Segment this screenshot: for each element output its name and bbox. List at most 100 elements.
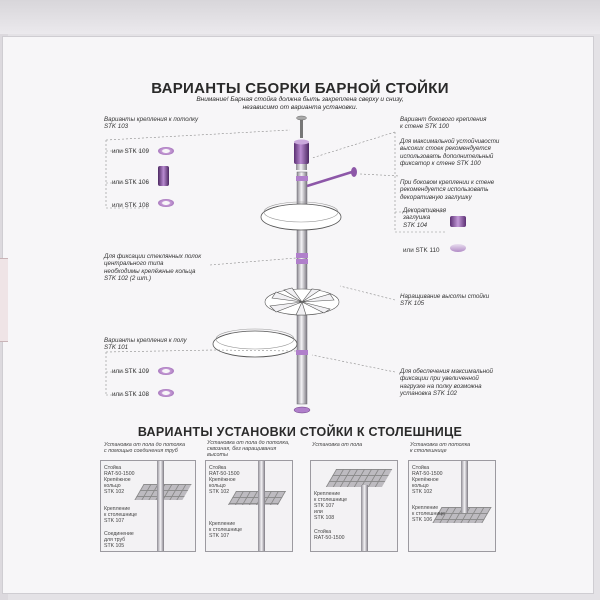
ring-icon [158,367,174,375]
caption-line: Установка от пола [312,442,363,448]
panel-label: STK 108 [314,515,335,521]
panel-label: Крепёжное [412,477,439,483]
floor-mount-label: Варианты крепления к полу STK 101 [104,337,187,352]
label-line: STK 103 [104,123,129,131]
label-line: Декоративная [403,207,447,214]
caption-line: к столешнице [410,448,447,455]
panel-label: или [314,509,323,515]
install-caption-3: Установка от пола [312,442,362,448]
panel-label: RAT-50-1500 [412,471,443,477]
panel-label: Стойка [104,465,122,471]
load-note: Для обеспечения максимальной фиксации пр… [400,368,493,398]
decorative-cap-label: Декоративная заглушка STK 104 [403,207,446,229]
countertop [325,469,393,487]
caption-line: высоты [207,452,228,459]
label-line: использовать дополнительный [400,152,494,160]
panel-label: Соединение [104,531,134,537]
panel-label: STK 107 [209,533,230,539]
panel-label: STK 102 [412,489,433,495]
shelf-1 [260,203,342,231]
panel-label: Крепёжное [104,477,131,483]
subtitle-line: Внимание! Барная стойка должна быть закр… [196,96,404,103]
label-line: рекомендуется использовать [400,186,489,194]
option-stk108-floor: или STK 108 [112,391,149,398]
label-line: Варианты крепления к потолку [104,116,199,123]
label-line: необходимы крепёжные кольца [104,267,196,275]
label-line: Наращивание высоты стойки [400,293,490,300]
fitting-icon [158,166,169,186]
panel-label: STK 105 [104,543,125,549]
panel-label: Крепление [412,505,439,511]
caption-line: Установка от потолка [410,442,471,448]
label-line: высоких стоек рекомендуется [400,145,491,153]
box-top-flap [0,0,600,34]
panel-label: Крепёжное [209,477,236,483]
option-stk108: или STK 108 [112,202,149,209]
install-panel-1: Стойка RAT-50-1500 Крепёжное кольцо STK … [100,460,196,552]
page-subtitle: Внимание! Барная стойка должна быть закр… [0,96,600,112]
option-stk110: или STK 110 [403,247,440,254]
shelf-2-slotted [264,287,340,316]
option-stk109: или STK 109 [112,148,149,155]
panel-1-labels-a: Стойка RAT-50-1500 Крепёжное кольцо STK … [104,465,134,495]
label-line: Вариант бокового крепления [400,116,487,123]
box-crease [0,258,8,342]
pole-icon [361,485,368,551]
panel-3-labels-a: Крепление к столешнице STK 107 или STK 1… [314,491,347,521]
ring-icon [158,389,174,397]
caption-line: Установка от пола до потолка [104,442,185,448]
install-section-title: ВАРИАНТЫ УСТАНОВКИ СТОЙКИ К СТОЛЕШНИЦЕ [137,425,463,439]
label-line: Варианты крепления к полу [104,337,187,344]
panel-label: к столешнице [104,512,138,518]
ceiling-mount-label: Варианты крепления к потолку STK 103 [104,116,198,131]
panel-3-labels-b: Стойка RAT-50-1500 [314,529,344,541]
panel-label: Крепление [209,521,236,527]
pole-icon [157,461,164,551]
panel-label: STK 106 [412,517,433,523]
label-line: центрального типа [104,260,164,268]
glass-shelf-note: Для фиксации стеклянных полок центрально… [104,253,201,283]
panel-label: Крепление [104,506,131,512]
label-line: фиксатор к стене STK 100 [400,160,481,168]
panel-label: RAT-50-1500 [314,535,345,541]
panel-label: к столешнице [412,511,446,517]
label-line: Для максимальной устойчивости [400,138,500,145]
panel-label: кольцо [209,483,226,489]
ring-icon [158,199,174,207]
label-line: STK 105 [400,300,425,308]
panel-label: STK 107 [314,503,335,509]
label-line: Для фиксации стеклянных полок [104,253,202,260]
page-title: ВАРИАНТЫ СБОРКИ БАРНОЙ СТОЙКИ [151,80,449,97]
panel-label: RAT-50-1500 [104,471,135,477]
subtitle-line: независимо от варианта установки. [242,104,358,111]
decorative-cap-icon [450,216,466,227]
install-panel-2: Стойка RAT-50-1500 Крепёжное кольцо STK … [205,460,293,552]
panel-label: Стойка [412,465,430,471]
label-line: заглушка [403,214,431,222]
shelf-3 [212,330,298,358]
extension-label: Наращивание высоты стойки STK 105 [400,293,489,308]
panel-4-labels-b: Крепление к столешнице STK 106 [412,505,445,523]
panel-label: к столешнице [209,527,243,533]
install-panel-3: Крепление к столешнице STK 107 или STK 1… [310,460,398,552]
ceiling-fitting [294,142,309,164]
caption-line: сквозная, без наращивания [207,446,277,453]
caption-line: с помощью соединения труб [104,448,178,455]
install-caption-2: Установка от пола до потолка, сквозная, … [207,440,289,459]
cap-icon [450,244,466,252]
label-line: установка STK 102 [400,390,457,398]
label-line: STK 104 [403,221,428,229]
wall-mount-note: При боковом креплении к стене рекомендуе… [400,179,494,201]
panel-1-labels-b: Крепление к столешнице STK 107 [104,506,137,524]
panel-label: Стойка [314,529,332,535]
label-line: STK 102 (2 шт.) [104,275,152,283]
panel-label: STK 102 [104,489,125,495]
label-line: нагрузке на полку возможна [400,382,482,390]
label-line: STK 101 [104,344,129,352]
label-line: к стене STK 100 [400,123,449,131]
panel-label: для труб [104,537,126,543]
label-line: фиксации при увеличенной [400,375,479,383]
panel-label: к столешнице [314,497,348,503]
pole-icon [258,461,265,551]
